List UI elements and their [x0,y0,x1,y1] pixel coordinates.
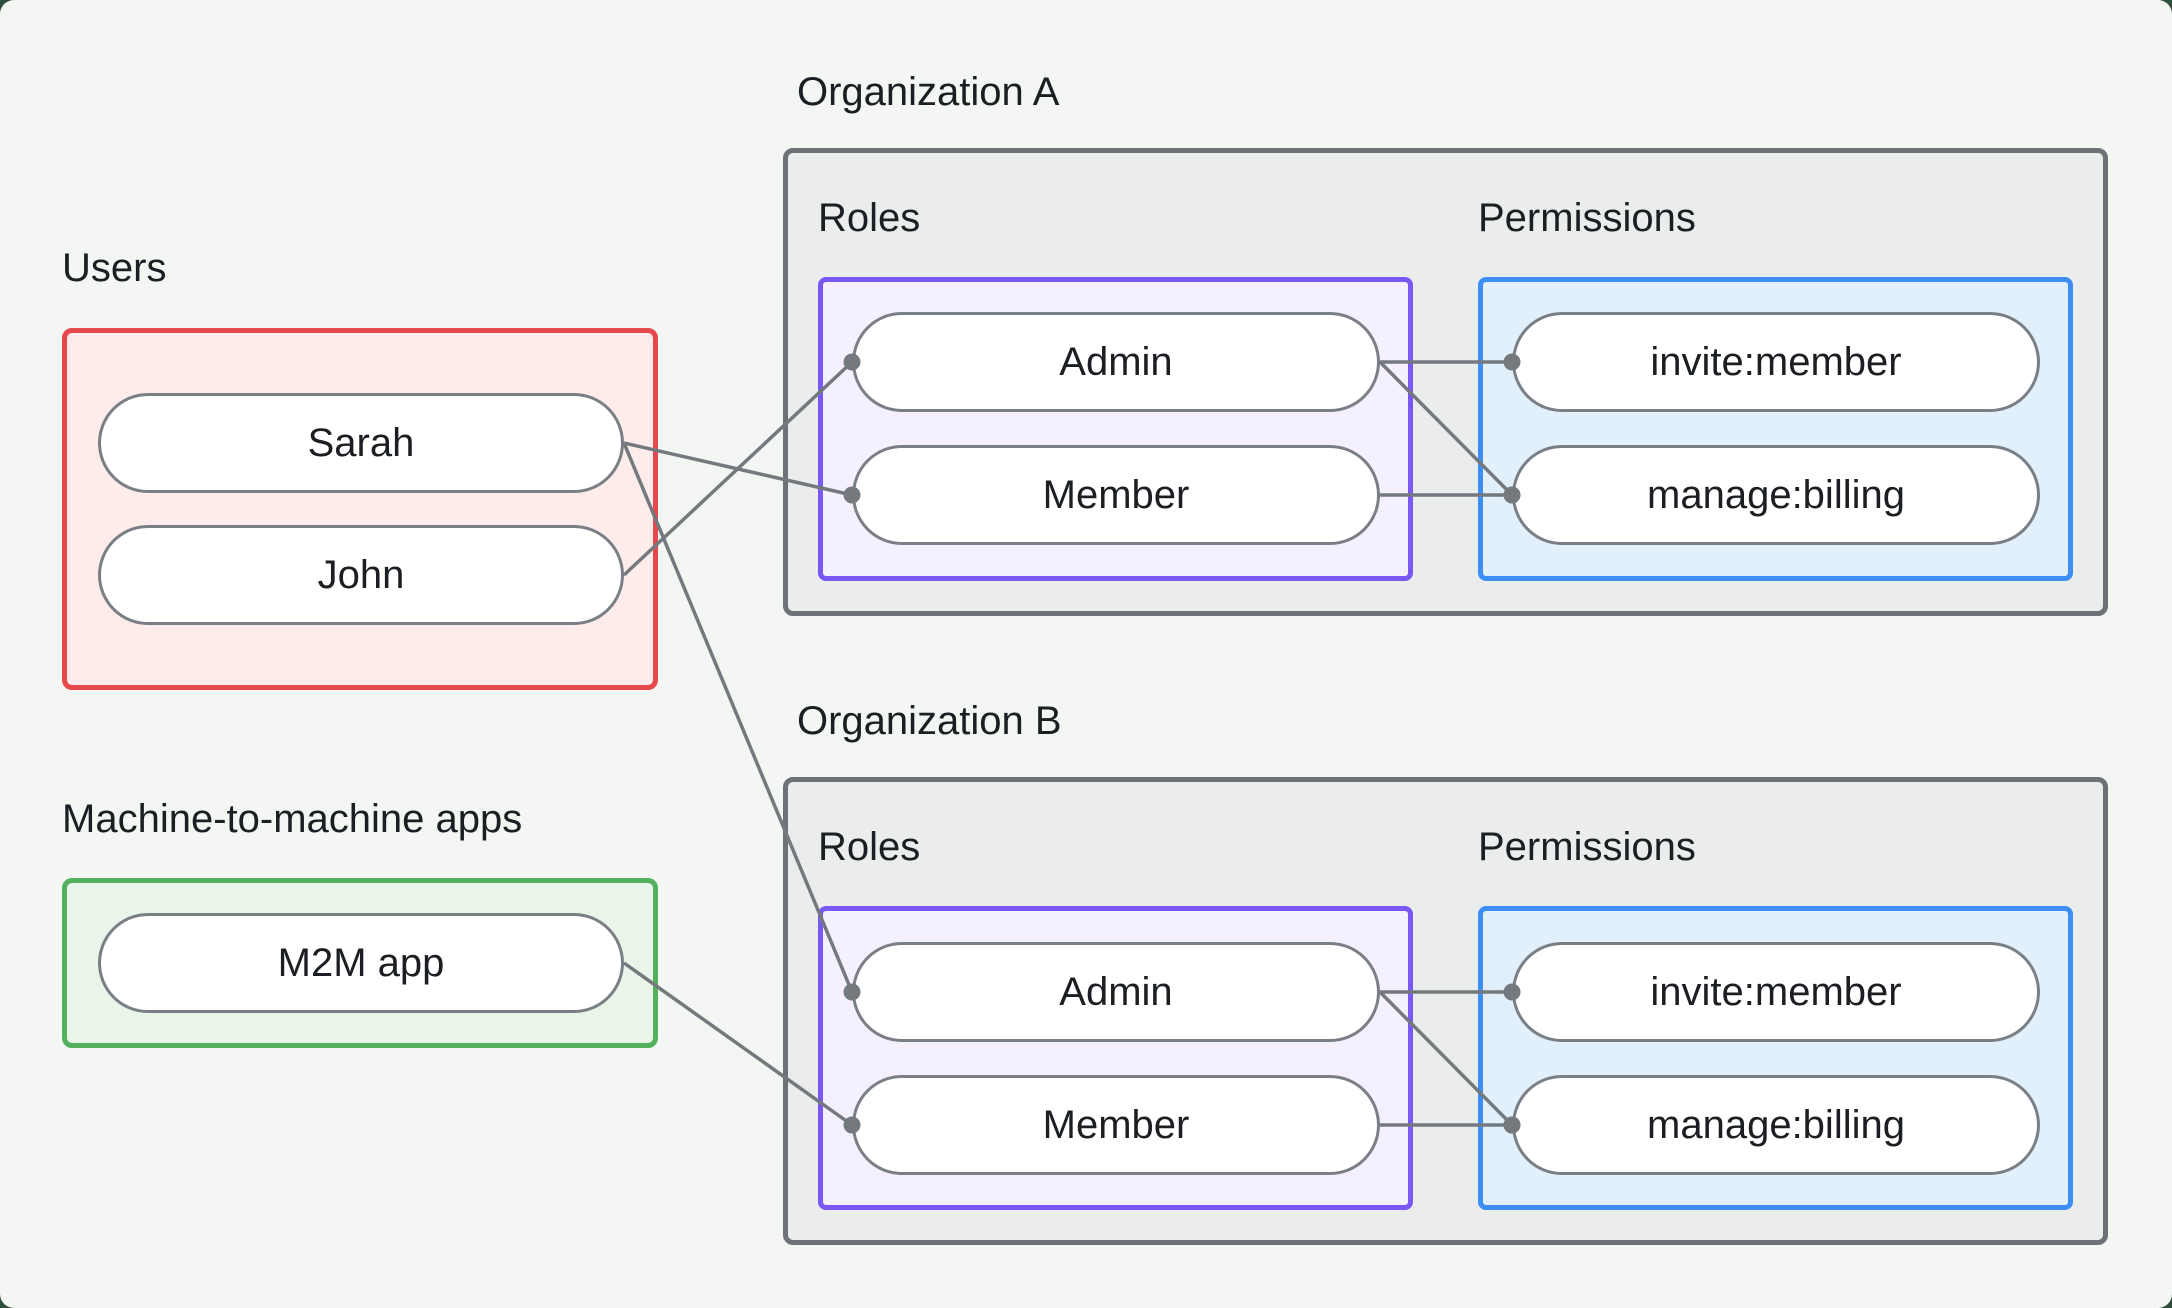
org-b-permissions-label: Permissions [1478,825,1696,869]
org-b-role-admin-pill: Admin [852,942,1380,1042]
org-b-roles-label: Roles [818,825,921,869]
org-b-permission-invite-member-pill: invite:member [1512,942,2040,1042]
users-group-box [62,328,658,690]
org-a-role-admin-pill: Admin [852,312,1380,412]
org-a-permission-manage-billing-pill: manage:billing [1512,445,2040,545]
org-b-permission-manage-billing-pill: manage:billing [1512,1075,2040,1175]
user-pill-sarah: Sarah [98,393,624,493]
users-label: Users [62,246,167,290]
org-a-permissions-label: Permissions [1478,196,1696,240]
org-b-title: Organization B [797,699,1062,743]
m2m-apps-label: Machine-to-machine apps [62,797,523,841]
org-a-permission-invite-member-pill: invite:member [1512,312,2040,412]
org-a-role-member-pill: Member [852,445,1380,545]
org-a-title: Organization A [797,70,1060,114]
org-a-roles-label: Roles [818,196,921,240]
user-pill-john: John [98,525,624,625]
org-b-role-member-pill: Member [852,1075,1380,1175]
m2m-app-pill: M2M app [98,913,624,1013]
